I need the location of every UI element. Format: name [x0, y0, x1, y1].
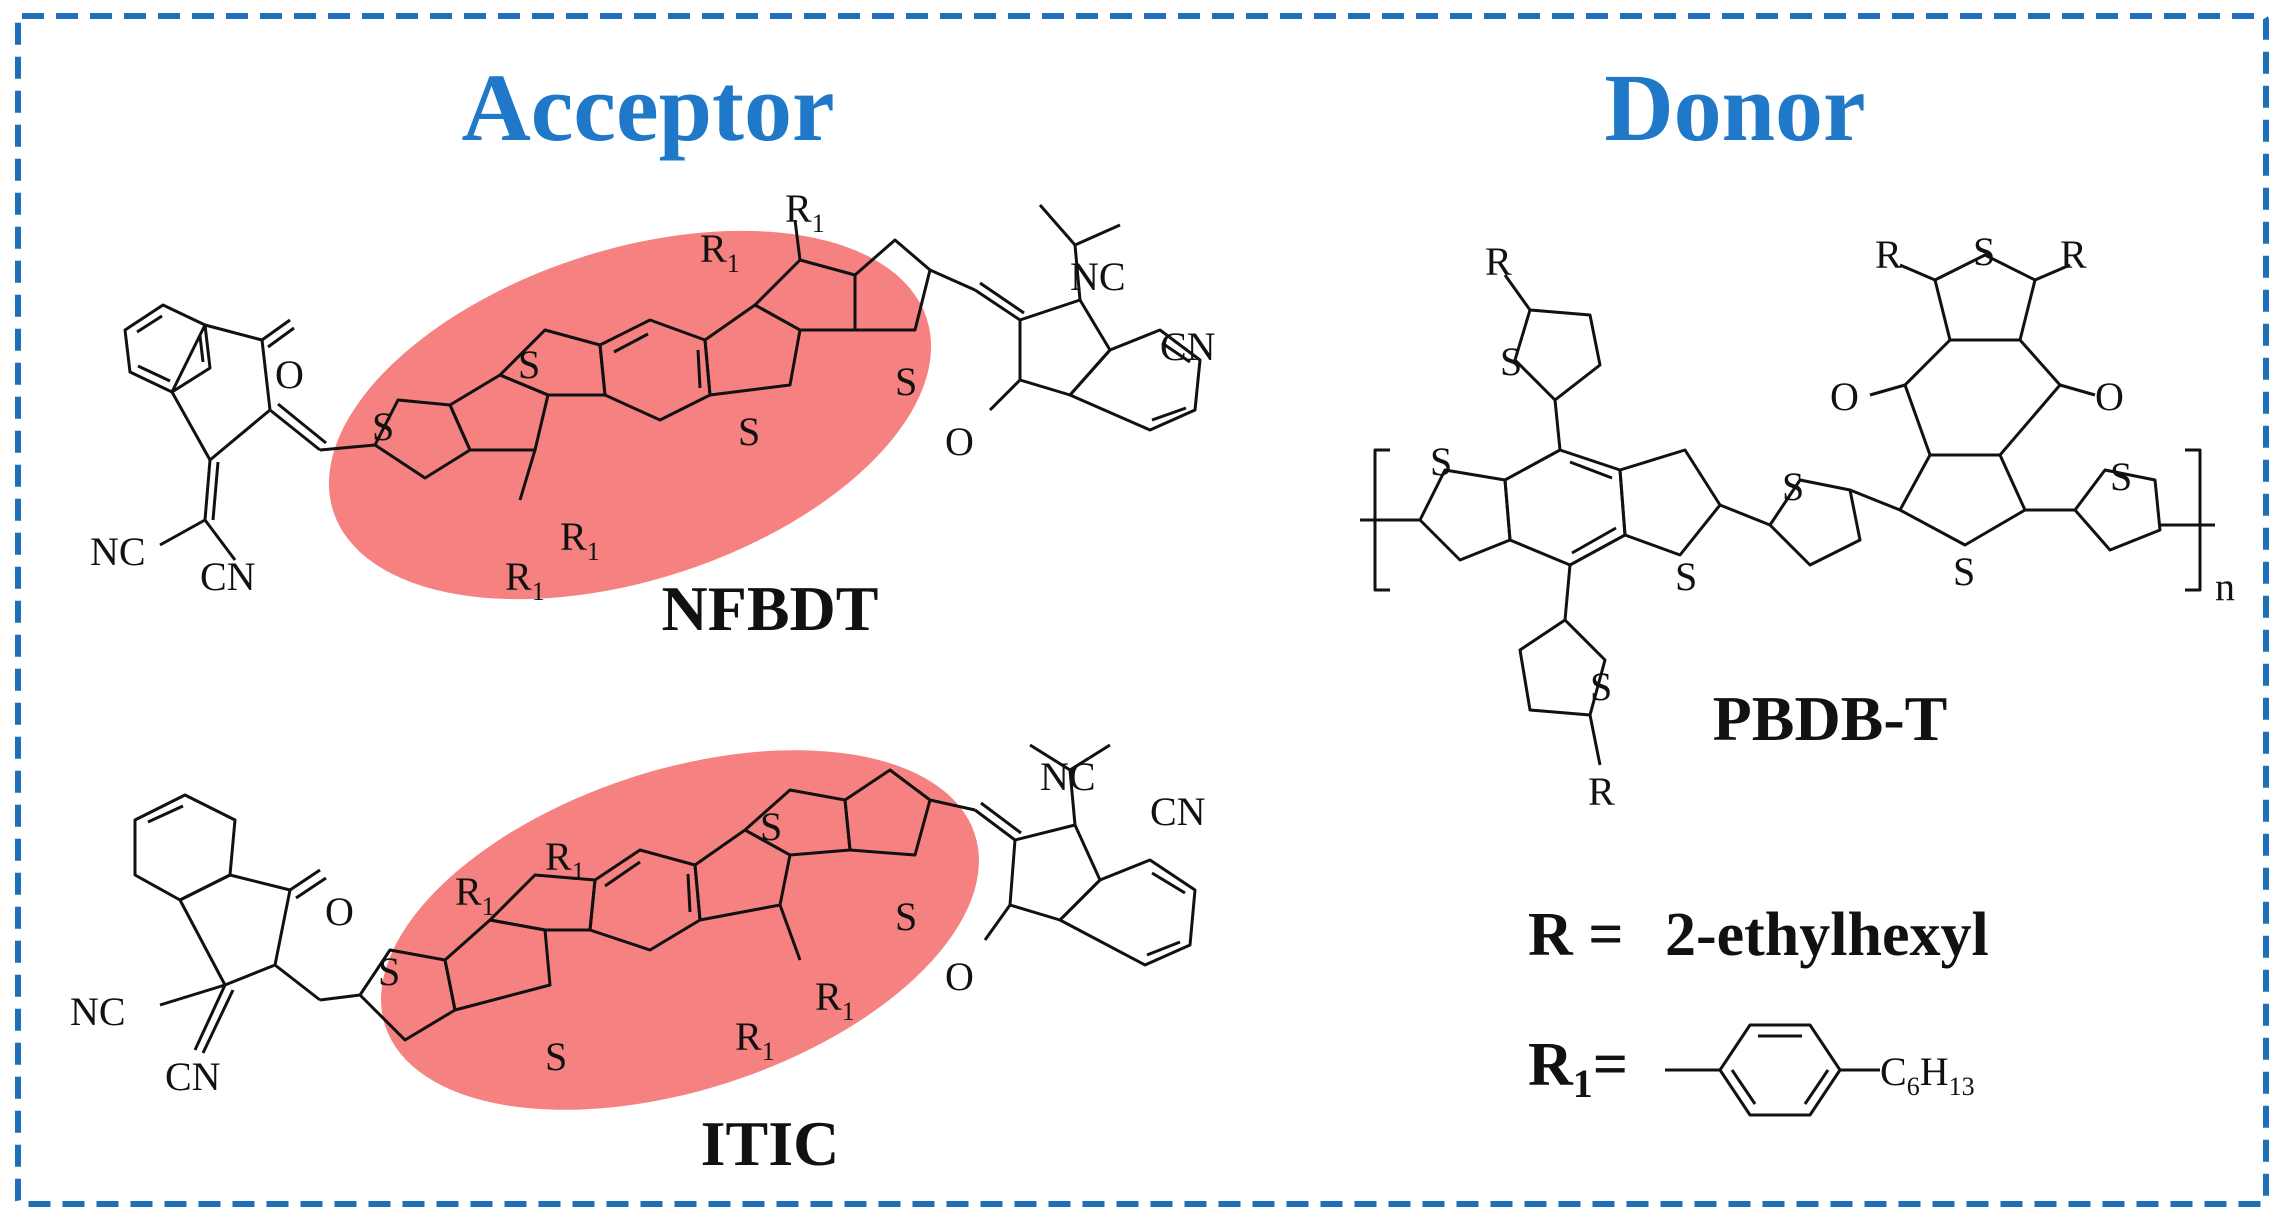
- acceptor-heading: Acceptor: [461, 54, 834, 161]
- nfbdt-s-3: S: [738, 409, 760, 454]
- dashed-frame: [15, 13, 2269, 1207]
- itic-nc-left: NC: [70, 989, 126, 1034]
- r1-hexyl-text: C6H13: [1880, 1049, 1975, 1101]
- itic-label: ITIC: [701, 1108, 840, 1179]
- pbdbt-s-bridge: S: [1782, 464, 1804, 509]
- itic-r1-top-b: R1: [455, 869, 495, 921]
- pbdbt-r-top: R: [1485, 239, 1512, 284]
- pbdbt-s-bdd-top: S: [1973, 229, 1995, 274]
- pbdbt-s-top-side: S: [1500, 339, 1522, 384]
- nfbdt-label: NFBDT: [662, 573, 879, 644]
- nfbdt-nc-left: NC: [90, 529, 146, 574]
- r-definition-label: R =: [1528, 901, 1624, 969]
- pbdbt-s-bdt-right: S: [1675, 554, 1697, 599]
- donor-heading: Donor: [1604, 54, 1865, 161]
- pbdbt-r-bottom: R: [1588, 769, 1615, 814]
- pbdbt-s-bdd-bottom: S: [1953, 549, 1975, 594]
- nfbdt-r1-top-b: R1: [785, 186, 825, 238]
- itic-s-1: S: [378, 949, 400, 994]
- r-definition-value: 2-ethylhexyl: [1665, 901, 1989, 969]
- itic-nc-right: NC: [1040, 754, 1096, 799]
- nfbdt-s-2: S: [518, 342, 540, 387]
- r1-definition-label: R1=: [1528, 1031, 1628, 1106]
- pbdbt-structure: [1360, 253, 2215, 766]
- itic-s-3: S: [760, 804, 782, 849]
- pbdbt-label: PBDB-T: [1713, 683, 1948, 754]
- pbdbt-s-bdt-left: S: [1430, 439, 1452, 484]
- nfbdt-nc-right: NC: [1070, 254, 1126, 299]
- pbdbt-r-left: R: [1875, 232, 1902, 277]
- itic-structure: [133, 743, 1197, 1054]
- nfbdt-o-left: O: [275, 352, 304, 397]
- pbdbt-s-right: S: [2110, 454, 2132, 499]
- itic-core-highlight: [381, 750, 979, 1110]
- nfbdt-o-right: O: [945, 419, 974, 464]
- nfbdt-s-1: S: [372, 404, 394, 449]
- nfbdt-cn-left: CN: [200, 554, 256, 599]
- itic-s-2: S: [545, 1034, 567, 1079]
- itic-s-4: S: [895, 894, 917, 939]
- pbdbt-r-right: R: [2060, 232, 2087, 277]
- itic-o-right: O: [945, 954, 974, 999]
- r1-phenyl-group: [1665, 1023, 1880, 1117]
- nfbdt-s-4: S: [895, 359, 917, 404]
- nfbdt-cn-right: CN: [1160, 324, 1216, 369]
- pbdbt-n-subscript: n: [2215, 564, 2235, 609]
- pbdbt-o-left: O: [1830, 374, 1859, 419]
- itic-cn-right: CN: [1150, 789, 1206, 834]
- itic-cn-left: CN: [165, 1054, 221, 1099]
- pbdbt-s-bottom-side: S: [1590, 664, 1612, 709]
- nfbdt-core-highlight: [328, 230, 932, 600]
- nfbdt-structure: [123, 204, 1202, 561]
- pbdbt-o-right: O: [2095, 374, 2124, 419]
- itic-o-left: O: [325, 889, 354, 934]
